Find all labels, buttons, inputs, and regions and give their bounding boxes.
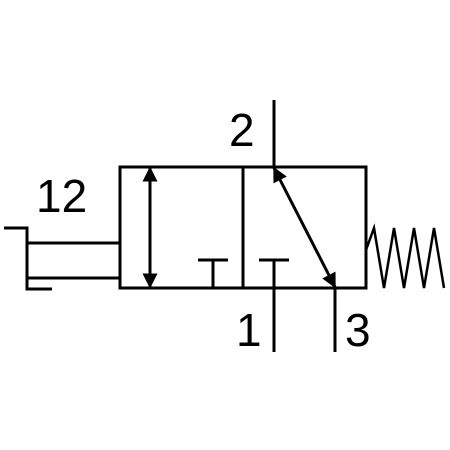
valve-position-left — [118, 165, 245, 290]
port-lines — [272, 100, 337, 352]
port-label-inlet: 1 — [236, 304, 262, 356]
return-spring — [364, 223, 446, 289]
spring-icon — [364, 223, 446, 289]
valve-body — [118, 165, 368, 290]
port-label-outlet: 2 — [229, 104, 255, 156]
actuator-stem — [25, 241, 122, 280]
port-label-pilot: 12 — [36, 170, 87, 222]
closed-port-symbol — [198, 258, 228, 288]
right-position-contents — [259, 166, 337, 289]
actuator-lever — [4, 226, 52, 291]
closed-port-symbol — [259, 258, 289, 288]
pilot-actuator — [4, 226, 122, 291]
flow-arrow — [272, 166, 337, 289]
port-label-exhaust: 3 — [345, 304, 371, 356]
left-position-contents — [142, 166, 228, 289]
